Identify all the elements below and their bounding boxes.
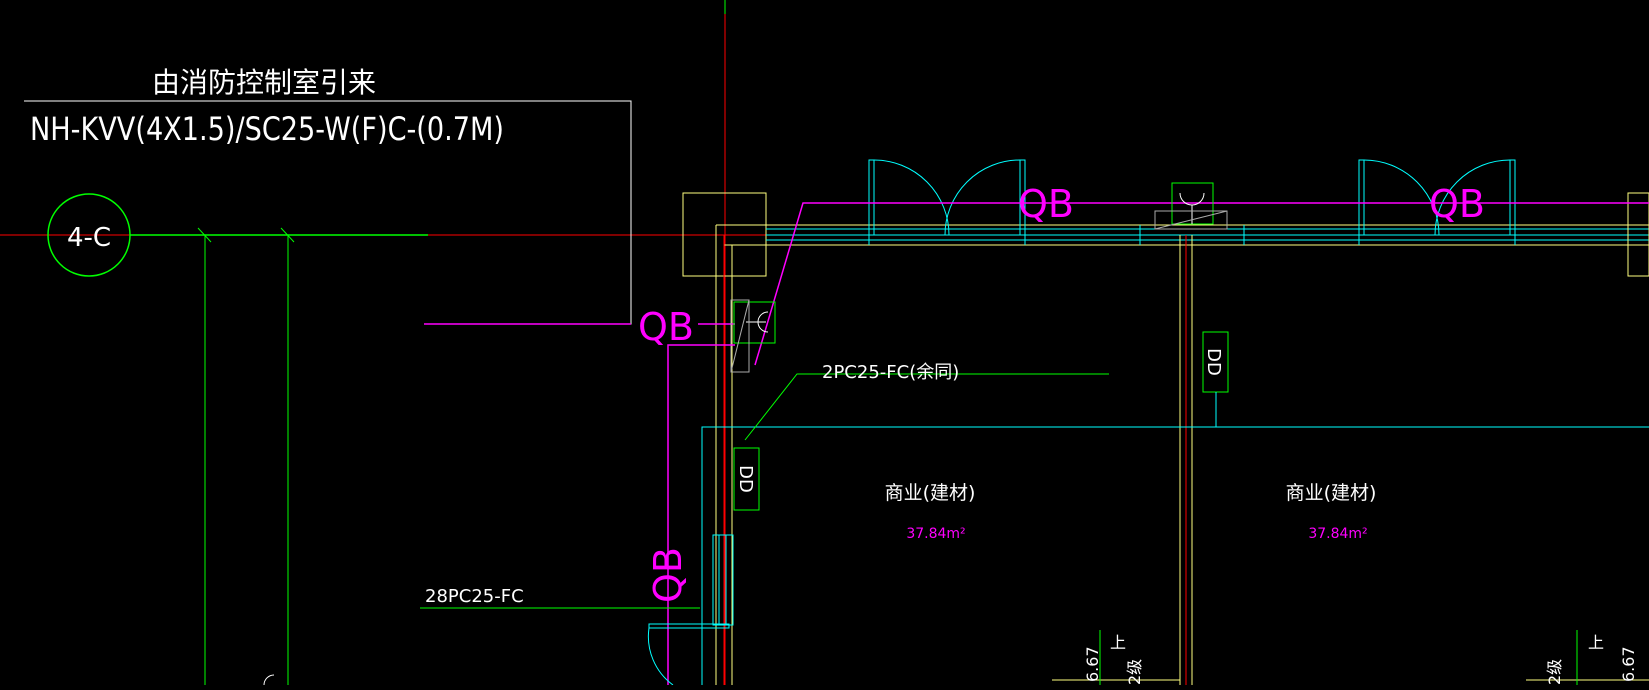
- speaker-base-top: [1154, 210, 1228, 230]
- speaker-base-left-diag: [730, 299, 750, 373]
- speaker-base-diag: [1154, 210, 1228, 230]
- edge-level-right: 2级: [1545, 659, 1564, 685]
- room-area-1: 37.84m²: [906, 526, 965, 542]
- door-leaf-2: [1019, 159, 1026, 236]
- alarm-line-top: [754, 202, 1649, 366]
- door-swing-3: [1363, 159, 1440, 236]
- stair-frame: [712, 534, 734, 626]
- door-swing-bottom: [647, 627, 674, 686]
- corridor-wall-cyan: [701, 426, 1649, 685]
- dd-tag-upper: DD: [1203, 348, 1224, 376]
- qb-tag-top-1: QB: [1018, 182, 1074, 226]
- edge-level-left: 2级: [1125, 659, 1144, 685]
- partial-symbol-bottom: [263, 674, 275, 686]
- speaker-device-left: [733, 301, 776, 344]
- edge-num-right: 6.67: [1619, 646, 1638, 682]
- feed-tick-1: [197, 227, 212, 243]
- edge-top-right: 上: [1588, 633, 1604, 652]
- column-box-right: [1627, 192, 1649, 277]
- feed-tick-2: [280, 227, 295, 243]
- door-swing-1: [873, 159, 950, 236]
- alarm-line-vertical: [667, 344, 735, 685]
- conduit-label-lower: 28PC25-FC: [425, 586, 524, 607]
- qb-tag-top-2: QB: [1429, 182, 1485, 226]
- room-area-2: 37.84m²: [1308, 526, 1367, 542]
- door-leaf-3: [1358, 159, 1365, 236]
- speaker-base-left: [730, 299, 750, 373]
- source-label: 由消防控制室引来: [152, 66, 376, 99]
- door-swing-4: [1434, 159, 1511, 236]
- qb-tag-vertical: QB: [646, 547, 690, 603]
- conduit-leader-upper: [744, 373, 1109, 441]
- conduit-label-upper: 2PC25-FC(余同): [822, 362, 959, 383]
- dd-tag-lower: DD: [735, 465, 756, 493]
- room-name-1: 商业(建材): [885, 482, 976, 504]
- dd-device-lower: [733, 447, 760, 511]
- door-leaf-bottom: [648, 623, 730, 629]
- room-name-2: 商业(建材): [1286, 482, 1377, 504]
- qb-tag-left: QB: [638, 305, 694, 349]
- edge-top-left: 上: [1110, 633, 1126, 652]
- door-leaf-1: [868, 159, 875, 236]
- cable-spec-label: NH-KVV(4X1.5)/SC25-W(F)C-(0.7M): [30, 110, 504, 148]
- grid-axis-label: 4-C: [67, 223, 111, 253]
- door-swing-2: [944, 159, 1021, 236]
- edge-num-left: 6.67: [1083, 646, 1102, 682]
- door-leaf-4: [1509, 159, 1516, 236]
